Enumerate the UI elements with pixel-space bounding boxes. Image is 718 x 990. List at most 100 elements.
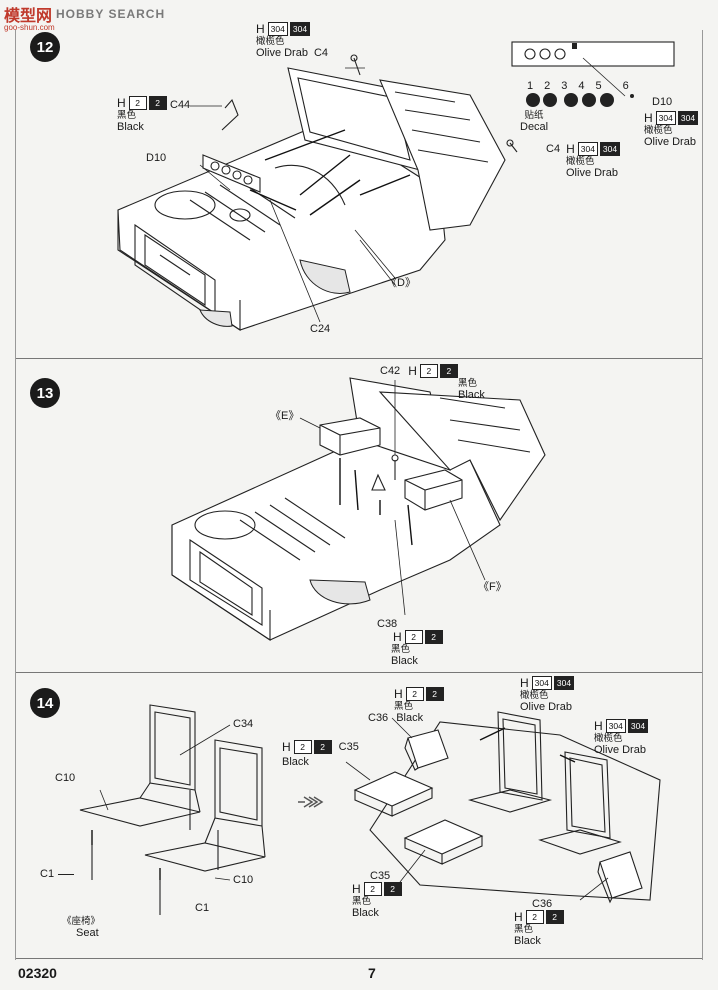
paint-name-cn: 橄榄色 (644, 125, 673, 136)
watermark: 模型网 HOBBY SEARCH (4, 2, 165, 26)
paint-prefix: H (256, 22, 265, 36)
paint-name-cn: 橄榄色 (566, 156, 595, 167)
paint-prefix: H (393, 630, 402, 644)
paint-code-white: 2 (525, 910, 544, 924)
decal-markers (526, 93, 634, 107)
paint-prefix: H (594, 719, 603, 733)
paint-code-black: 2 (383, 882, 402, 896)
step14-seats-right (345, 711, 661, 904)
paint-name-cn: 黑色 (352, 896, 372, 907)
step12-body (117, 41, 675, 332)
paint-code-white: 2 (419, 364, 438, 378)
part-label-d10-decal: D10 (652, 96, 673, 108)
paint-code-black: 2 (148, 96, 167, 110)
paint-prefix: H (408, 364, 417, 378)
watermark-text: HOBBY SEARCH (56, 7, 166, 21)
ref-f: 《F》 (478, 581, 507, 593)
paint-name-cn: 橄榄色 (520, 690, 549, 701)
step-13-badge: 13 (30, 378, 60, 408)
paint-name-en: Black (282, 756, 309, 768)
paint-code-white: 2 (404, 630, 423, 644)
decal-en: Decal (520, 121, 549, 133)
paint-name-cn: 橄榄色 (594, 733, 623, 744)
seat-caption: 《座椅》 Seat (62, 916, 100, 939)
paint-name-en: Olive Drab (594, 744, 646, 756)
decal-cn: 贴纸 (524, 110, 544, 121)
paint-prefix: H (117, 96, 126, 110)
paint-name-cn: 橄榄色 (256, 36, 285, 47)
step13-body (171, 377, 546, 642)
part-label-c1-b: C1 (195, 902, 210, 914)
step14-seats-left (79, 704, 266, 915)
paint-code-black: 2 (425, 687, 444, 701)
page-number: 7 (368, 965, 376, 981)
part-label-c1-a: C1 (40, 868, 55, 880)
paint-code-white: 2 (363, 882, 382, 896)
paint-name-en: Olive Drab (256, 47, 308, 59)
paint-name-cn: 黑色 (391, 644, 411, 655)
paint-prefix: H (352, 882, 361, 896)
paint-code-black: 2 (545, 910, 564, 924)
paint-name-cn: 黑色 (117, 110, 137, 121)
paint-name-cn: 黑色 (458, 378, 478, 389)
ref-e: 《E》 (270, 410, 300, 422)
step-14-badge: 14 (30, 688, 60, 718)
part-label-c44: C44 (170, 99, 191, 111)
part-label-c10-a: C10 (55, 772, 76, 784)
divider-13-14 (15, 672, 703, 673)
paint-prefix: H (514, 910, 523, 924)
divider-footer (15, 958, 703, 959)
part-label-c35-top: C35 (338, 741, 359, 753)
paint-name-en: Olive Drab (520, 701, 572, 713)
ref-d: 《D》 (386, 277, 416, 289)
decal-numbers: 1 2 3 4 5 6 (527, 80, 629, 92)
paint-name-cn: 黑色 (514, 924, 534, 935)
paint-name-en: Black (514, 935, 541, 947)
paint-prefix: H (644, 111, 653, 125)
paint-code-white: 304 (605, 719, 626, 733)
page-border-right (702, 30, 703, 960)
part-label-c36-top: C36 (368, 712, 389, 724)
paint-code-white: 2 (128, 96, 147, 110)
paint-code-black: 2 (313, 740, 332, 754)
paint-code-white: 304 (531, 676, 552, 690)
c36-top-line: C36 Black (368, 712, 423, 724)
paint-code-white: 2 (293, 740, 312, 754)
decal-number-3: 3 (561, 80, 568, 92)
decal-label: 贴纸 Decal (520, 110, 548, 133)
page-border-left (15, 30, 16, 960)
part-label-c38: C38 (377, 618, 398, 630)
decal-number-5: 5 (595, 80, 602, 92)
part-label-c34: C34 (233, 718, 254, 730)
step-12-badge: 12 (30, 32, 60, 62)
decal-number-6: 6 (622, 80, 629, 92)
paint-prefix: H (520, 676, 529, 690)
part-label-d10-left: D10 (146, 152, 167, 164)
part-label-c42: C42 (380, 365, 401, 377)
paint-code-black: 304 (289, 22, 311, 36)
paint-name-en: Olive Drab (566, 167, 618, 179)
watermark-brand: 模型网 (4, 8, 53, 25)
paint-code-black: 304 (677, 111, 699, 125)
watermark-url: goo-shun.com (4, 23, 55, 32)
part-label-c36-bottom: C36 (532, 898, 553, 910)
paint-name-en: Olive Drab (644, 136, 696, 148)
paint-name-en: Black (352, 907, 379, 919)
paint-code-white: 2 (405, 687, 424, 701)
paint-code-black: 304 (599, 142, 621, 156)
part-label-c35-bottom: C35 (370, 870, 391, 882)
paint-code-black: 2 (424, 630, 443, 644)
seat-caption-en: Seat (76, 927, 99, 939)
paint-code-black: 304 (553, 676, 575, 690)
part-label-c24: C24 (310, 323, 331, 335)
part-label-c4: C4 (313, 47, 329, 59)
